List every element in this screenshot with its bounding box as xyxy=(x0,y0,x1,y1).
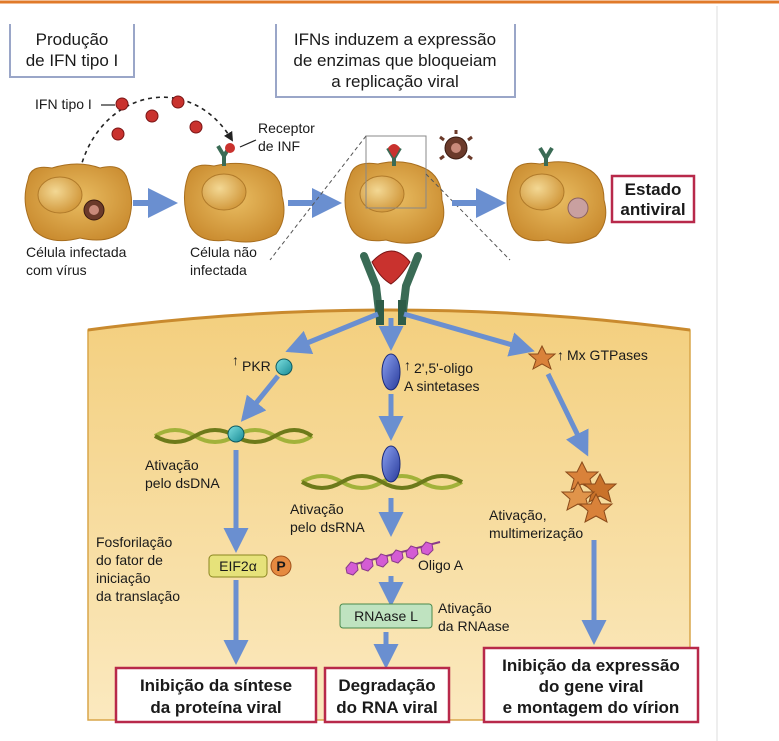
header-right: IFNs induzem a expressão de enzimas que … xyxy=(275,24,516,98)
header-right-line-1: IFNs induzem a expressão xyxy=(294,30,496,49)
ifn-type-label: IFN tipo I xyxy=(35,96,92,112)
oas-label-line-2: A sintetases xyxy=(404,378,480,394)
oas-up-arrow: ↑ xyxy=(404,357,411,373)
header-right-line-2: de enzimas que bloqueiam xyxy=(293,51,496,70)
dsrna-helix xyxy=(300,445,464,490)
responding-cell xyxy=(344,135,445,244)
ifn-molecules xyxy=(111,95,203,141)
eif2a-factor: EIF2α P xyxy=(208,554,292,578)
mx-activation-line-1: Ativação, xyxy=(489,507,547,523)
mx-activation-line-2: multimerização xyxy=(489,525,583,541)
phospho-label: P xyxy=(276,558,285,574)
arrow-to-mx xyxy=(403,311,535,357)
rnaase-label: RNAase L xyxy=(354,608,418,624)
pkr-activation-line-1: Ativação xyxy=(145,457,199,473)
mx-multimer xyxy=(560,460,618,524)
header-left: Produção de IFN tipo I xyxy=(9,24,135,78)
pkr-step-line-4: da translação xyxy=(96,588,180,604)
header-left-line-1: Produção xyxy=(36,30,109,49)
oas-activation-line-1: Ativação xyxy=(290,501,344,517)
pkr-label: PKR xyxy=(242,358,271,374)
rnaase-l: RNAase L xyxy=(339,603,433,629)
oas-label-line-1: 2',5'-oligo xyxy=(414,360,473,376)
arrow-to-pkr xyxy=(285,311,379,354)
infected-cell xyxy=(24,163,132,242)
virus-particle xyxy=(439,130,473,161)
header-left-line-2: de IFN tipo I xyxy=(26,51,119,70)
result-box-rna: Degradação do RNA viral xyxy=(323,666,451,724)
dsdna-helix xyxy=(153,425,314,444)
rnaase-activation-line-1: Ativação xyxy=(438,600,492,616)
infected-cell-label-line-1: Célula infectada xyxy=(26,244,127,260)
oligo-a-chain xyxy=(345,541,441,576)
antiviral-state-line-1: Estado xyxy=(625,180,682,199)
pkr-activation-line-2: pelo dsDNA xyxy=(145,475,220,491)
eif2a-label: EIF2α xyxy=(219,558,257,574)
result-gene-line-3: e montagem do vírion xyxy=(503,698,680,717)
pkr-step-line-3: iniciação xyxy=(96,570,151,586)
result-box-protein: Inibição da síntese da proteína viral xyxy=(114,666,318,724)
infected-cell-label-line-2: com vírus xyxy=(26,262,87,278)
antiviral-state-line-2: antiviral xyxy=(620,200,685,219)
result-gene-line-1: Inibição da expressão xyxy=(502,656,680,675)
uninfected-cell-label-line-1: Célula não xyxy=(190,244,257,260)
uninfected-cell-label-line-2: infectada xyxy=(190,262,247,278)
result-gene-line-2: do gene viral xyxy=(539,677,644,696)
result-rna-line-1: Degradação xyxy=(338,676,435,695)
receptor-label-line-1: Receptor xyxy=(258,120,315,136)
oas-molecule-top xyxy=(381,353,401,391)
pkr-up-arrow: ↑ xyxy=(232,352,239,368)
antiviral-cell xyxy=(506,146,607,244)
antiviral-state-box: Estado antiviral xyxy=(610,174,696,224)
result-protein-line-1: Inibição da síntese xyxy=(140,676,292,695)
mx-label: Mx GTPases xyxy=(567,347,648,363)
oligo-a-label: Oligo A xyxy=(418,557,464,573)
result-box-gene: Inibição da expressão do gene viral e mo… xyxy=(482,646,700,724)
receptor-label-line-2: de INF xyxy=(258,138,300,154)
rnaase-activation-line-2: da RNAase xyxy=(438,618,510,634)
pkr-step-line-2: do fator de xyxy=(96,552,163,568)
ifn-receptor-large xyxy=(360,250,422,325)
header-right-line-3: a replicação viral xyxy=(331,72,459,91)
result-rna-line-2: do RNA viral xyxy=(336,698,437,717)
result-protein-line-2: da proteína viral xyxy=(150,698,281,717)
pkr-molecule xyxy=(275,358,293,376)
ifn-secretion-path xyxy=(79,96,233,171)
mx-molecule xyxy=(527,344,557,371)
uninfected-cell xyxy=(184,143,285,243)
arrow-mx-multimer xyxy=(545,372,589,457)
mx-up-arrow: ↑ xyxy=(557,347,564,363)
arrow-pkr-dna xyxy=(240,374,280,422)
oas-activation-line-2: pelo dsRNA xyxy=(290,519,365,535)
pkr-step-line-1: Fosforilação xyxy=(96,534,172,550)
